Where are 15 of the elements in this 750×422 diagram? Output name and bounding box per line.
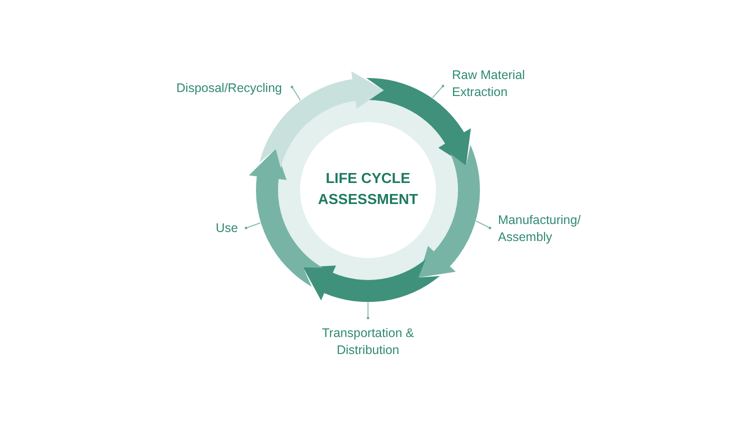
curved-arrow bbox=[418, 144, 480, 278]
stage-label: Disposal/Recycling bbox=[140, 80, 282, 97]
stage-label: Raw Material Extraction bbox=[452, 67, 542, 101]
leader-line bbox=[432, 84, 444, 98]
leader-line bbox=[366, 302, 370, 320]
curved-arrow bbox=[248, 148, 323, 287]
stage-label: Transportation & Distribution bbox=[308, 325, 428, 359]
leader-line bbox=[244, 222, 261, 230]
leader-line bbox=[290, 86, 301, 101]
stage-label: Manufacturing/ Assembly bbox=[498, 212, 586, 246]
stage-label: Use bbox=[190, 220, 238, 237]
curved-arrow bbox=[366, 78, 471, 166]
curved-arrow bbox=[303, 259, 440, 302]
curved-arrow bbox=[259, 71, 384, 168]
leader-line bbox=[476, 220, 492, 230]
